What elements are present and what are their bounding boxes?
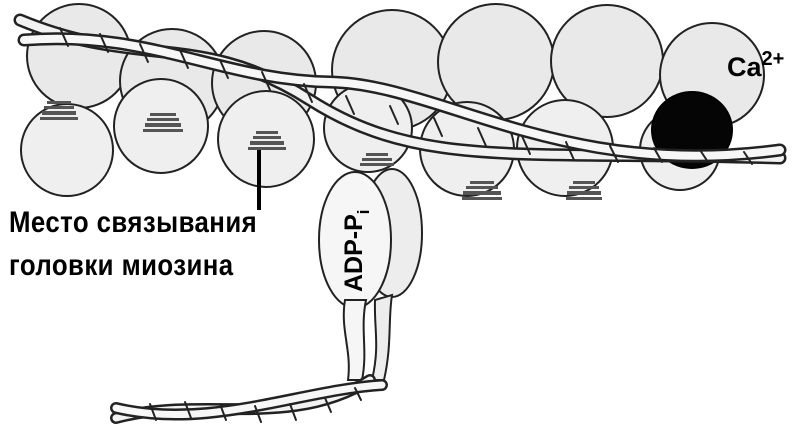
- myosin-tail: [116, 380, 382, 422]
- calcium-label-charge: 2+: [762, 48, 785, 70]
- myosin-neck-back: [372, 295, 392, 380]
- myosin-binding-site-label-line2: головки миозина: [9, 249, 234, 283]
- myosin-neck: [344, 300, 366, 380]
- adp-text: ADP-P: [340, 214, 368, 292]
- myosin-binding-site-label-line1: Место связывания: [9, 206, 257, 240]
- myosin-head: [319, 169, 422, 380]
- calcium-label: Ca2+: [727, 52, 784, 83]
- actin-monomer: [27, 4, 131, 108]
- calcium-label-base: Ca: [727, 52, 762, 82]
- adp-subscript: i: [354, 209, 373, 214]
